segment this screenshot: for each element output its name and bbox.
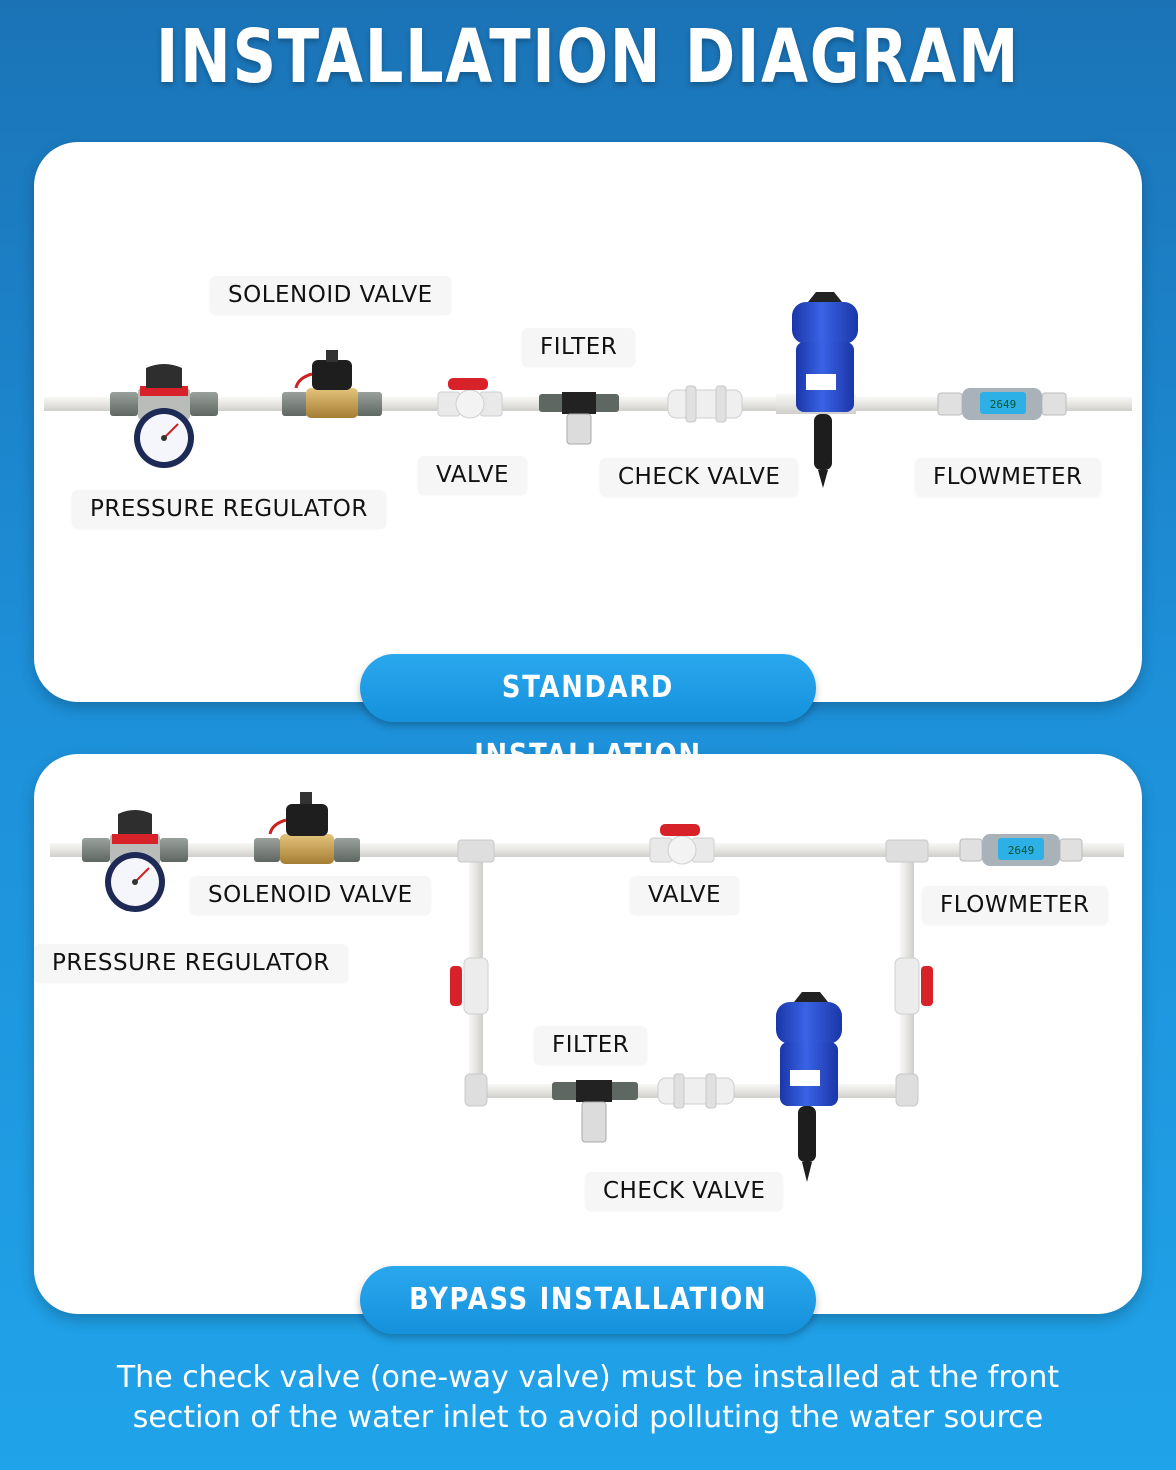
solenoid-valve-icon <box>254 792 360 864</box>
label-valve: VALVE <box>418 456 528 494</box>
svg-text:2649: 2649 <box>990 398 1017 411</box>
flowmeter-icon: 2649 <box>959 834 1083 866</box>
check-valve-icon <box>667 385 743 423</box>
standard-installation-badge: STANDARD INSTALLATION <box>360 654 816 773</box>
label-flowmeter: FLOWMETER <box>915 458 1101 496</box>
pressure-regulator-icon <box>110 364 218 468</box>
valve-icon <box>437 378 503 419</box>
label-pressure-regulator: PRESSURE REGULATOR <box>72 490 386 528</box>
flowmeter-icon: 2649 <box>937 388 1067 420</box>
bypass-diagram: 2649 <box>50 792 1124 1182</box>
check-valve-icon <box>657 1073 735 1109</box>
footer-line-1: The check valve (one-way valve) must be … <box>116 1360 1060 1395</box>
svg-text:2649: 2649 <box>1008 844 1035 857</box>
bypass-left-valve-icon <box>450 957 489 1015</box>
footer-line-2: section of the water inlet to avoid poll… <box>132 1400 1044 1435</box>
bypass-installation-panel: 2649 <box>34 754 1142 1314</box>
label-pressure-regulator: PRESSURE REGULATOR <box>34 944 348 982</box>
bypass-installation-badge: BYPASS INSTALLATION <box>360 1266 816 1334</box>
bypass-right-valve-icon <box>894 957 933 1015</box>
dosing-pump-icon <box>776 292 858 488</box>
label-solenoid-valve: SOLENOID VALVE <box>210 276 451 314</box>
label-filter: FILTER <box>534 1026 648 1064</box>
label-filter: FILTER <box>522 328 636 366</box>
footer-note: The check valve (one-way valve) must be … <box>0 1358 1176 1438</box>
valve-icon <box>649 824 715 865</box>
label-solenoid-valve: SOLENOID VALVE <box>190 876 431 914</box>
label-flowmeter: FLOWMETER <box>922 886 1108 924</box>
standard-installation-panel: 2649 SOLENOID VALVE FILTER VALVE CHECK V… <box>34 142 1142 702</box>
label-valve: VALVE <box>630 876 740 914</box>
filter-icon <box>552 1080 638 1143</box>
dosing-pump-icon <box>776 992 842 1182</box>
pressure-regulator-icon <box>82 810 188 912</box>
label-check-valve: CHECK VALVE <box>600 458 799 496</box>
standard-diagram: 2649 <box>44 292 1132 488</box>
page-title: INSTALLATION DIAGRAM <box>155 14 1021 100</box>
label-check-valve: CHECK VALVE <box>585 1172 784 1210</box>
filter-icon <box>539 392 619 445</box>
solenoid-valve-icon <box>282 350 382 418</box>
